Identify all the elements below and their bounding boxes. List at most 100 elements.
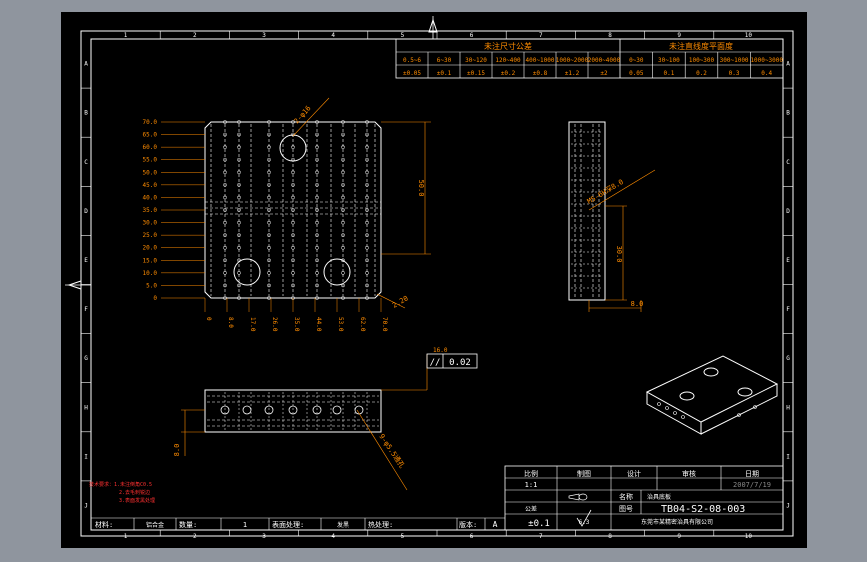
surface-value: 发黑	[337, 521, 349, 529]
zone-row-right: F	[786, 306, 790, 313]
zone-col-bottom: 10	[745, 533, 753, 540]
zone-col-top: 8	[608, 32, 612, 39]
tol-right-range: 300~1000	[720, 57, 749, 64]
tol-right-range: 100~300	[689, 57, 715, 64]
material-label: 材料:	[95, 520, 113, 529]
zone-row-right: I	[786, 453, 790, 460]
outer-frame	[80, 30, 794, 537]
front-y-dim: 70.0	[143, 119, 158, 126]
front-y-dim: 50.0	[143, 169, 158, 176]
bottom-view: // 0.02 16.0 8.0 9-φ5.5通孔	[173, 347, 478, 491]
front-y-dim: 10.0	[143, 270, 158, 277]
tol-right-range: 1000~3000	[750, 57, 783, 64]
version-value: A	[493, 520, 498, 529]
bottom-ref-dim: 16.0	[433, 347, 448, 354]
zone-col-top: 3	[262, 32, 266, 39]
zone-col-bottom: 7	[539, 533, 543, 540]
zone-row-left: G	[84, 355, 88, 362]
zone-col-top: 6	[470, 32, 474, 39]
tb-tolerance-value: ±0.1	[528, 519, 550, 529]
zone-col-top: 10	[745, 32, 753, 39]
side-height-dim: 30.0	[615, 246, 623, 263]
front-x-dim: 0	[205, 317, 212, 321]
zone-row-right: A	[786, 61, 790, 68]
front-y-dim: 5.0	[146, 282, 157, 289]
tb-header-reviewer: 审核	[682, 469, 696, 478]
zone-col-bottom: 9	[677, 533, 681, 540]
zone-row-left: J	[84, 502, 88, 509]
front-x-dim: 17.0	[249, 317, 256, 332]
zone-row-right: E	[786, 257, 790, 264]
bottom-view-outline	[204, 389, 382, 433]
tol-left-value: ±0.8	[533, 70, 548, 77]
large-hole-top	[279, 134, 307, 162]
front-y-dim: 55.0	[143, 157, 158, 164]
front-x-dim: 62.0	[359, 317, 366, 332]
zone-col-top: 1	[124, 32, 128, 39]
quantity-label: 数量:	[179, 520, 197, 529]
tb-date: 2007/7/19	[733, 481, 771, 489]
front-y-dim: 35.0	[143, 207, 158, 214]
tol-left-range: 2000~4000	[588, 57, 621, 64]
tol-left-value: ±1.2	[565, 70, 580, 77]
tb-header-scale: 比例	[524, 469, 538, 478]
zone-row-left: C	[84, 159, 88, 166]
tol-left-range: 1000~2000	[556, 57, 589, 64]
front-y-dim: 15.0	[143, 257, 158, 264]
tol-right-value: 0.2	[696, 70, 707, 77]
tb-company: 东莞市某精密治具有限公司	[641, 518, 713, 526]
zone-row-left: H	[84, 404, 88, 411]
zone-col-bottom: 1	[124, 533, 128, 540]
front-y-dim: 0	[153, 295, 157, 302]
tb-header-drafter: 制图	[577, 469, 591, 478]
tb-name-value: 治具底板	[647, 493, 671, 501]
tol-right-value: 0.3	[729, 70, 740, 77]
note-line-1: 技术要求：1.未注倒角C0.5	[89, 481, 152, 488]
front-x-dim: 53.0	[337, 317, 344, 332]
zone-row-right: G	[786, 355, 790, 362]
front-y-dim: 40.0	[143, 194, 158, 201]
note-line-2: 2.去毛刺锐边	[119, 489, 150, 496]
zone-row-right: J	[786, 502, 790, 509]
side-view-outline	[568, 121, 606, 301]
tol-left-range: 6~30	[437, 57, 452, 64]
tol-right-value: 0.1	[663, 70, 674, 77]
zone-row-right: D	[786, 208, 790, 215]
roughness-symbol	[576, 509, 592, 527]
front-x-dim: 35.0	[293, 317, 300, 332]
front-view: 70.065.060.055.050.045.040.035.030.025.0…	[143, 97, 431, 332]
bottom-hole-callout: 9-φ5.5通孔	[377, 432, 406, 470]
tb-drawing-no: TB04-S2-08-003	[661, 504, 745, 515]
quantity-value: 1	[243, 521, 247, 529]
flatness-value: 0.02	[449, 358, 471, 368]
flatness-symbol: //	[430, 358, 441, 368]
bottom-thickness-dim: 8.0	[173, 444, 181, 457]
zone-col-top: 4	[331, 32, 335, 39]
iso-hole-left	[679, 391, 695, 401]
iso-hole-top	[703, 367, 719, 377]
front-x-dim: 70.0	[381, 317, 388, 332]
version-label: 版本:	[459, 520, 477, 529]
tol-left-value: ±0.15	[467, 70, 485, 77]
tolerance-right-title: 未注直线度平面度	[669, 41, 733, 51]
inner-frame	[90, 38, 784, 531]
tol-left-value: ±0.2	[501, 70, 516, 77]
tol-left-value: ±2	[600, 70, 608, 77]
zone-row-left: A	[84, 61, 88, 68]
tol-right-value: 0.4	[761, 70, 772, 77]
zone-row-right: C	[786, 159, 790, 166]
zone-row-right: B	[786, 110, 790, 117]
tol-right-range: 30~100	[658, 57, 680, 64]
tol-right-range: 0~30	[629, 57, 644, 64]
front-x-dim: 44.0	[315, 317, 322, 332]
tolerance-table: 未注尺寸公差 未注直线度平面度 0.5~6±0.056~30±0.130~120…	[395, 38, 784, 79]
zone-col-bottom: 3	[262, 533, 266, 540]
material-value: 铝合金	[146, 521, 164, 529]
zone-row-left: B	[84, 110, 88, 117]
projection-symbol	[568, 493, 588, 501]
large-hole-left	[233, 258, 261, 286]
tb-name-label: 名称	[619, 492, 633, 501]
front-x-dim: 26.0	[271, 317, 278, 332]
